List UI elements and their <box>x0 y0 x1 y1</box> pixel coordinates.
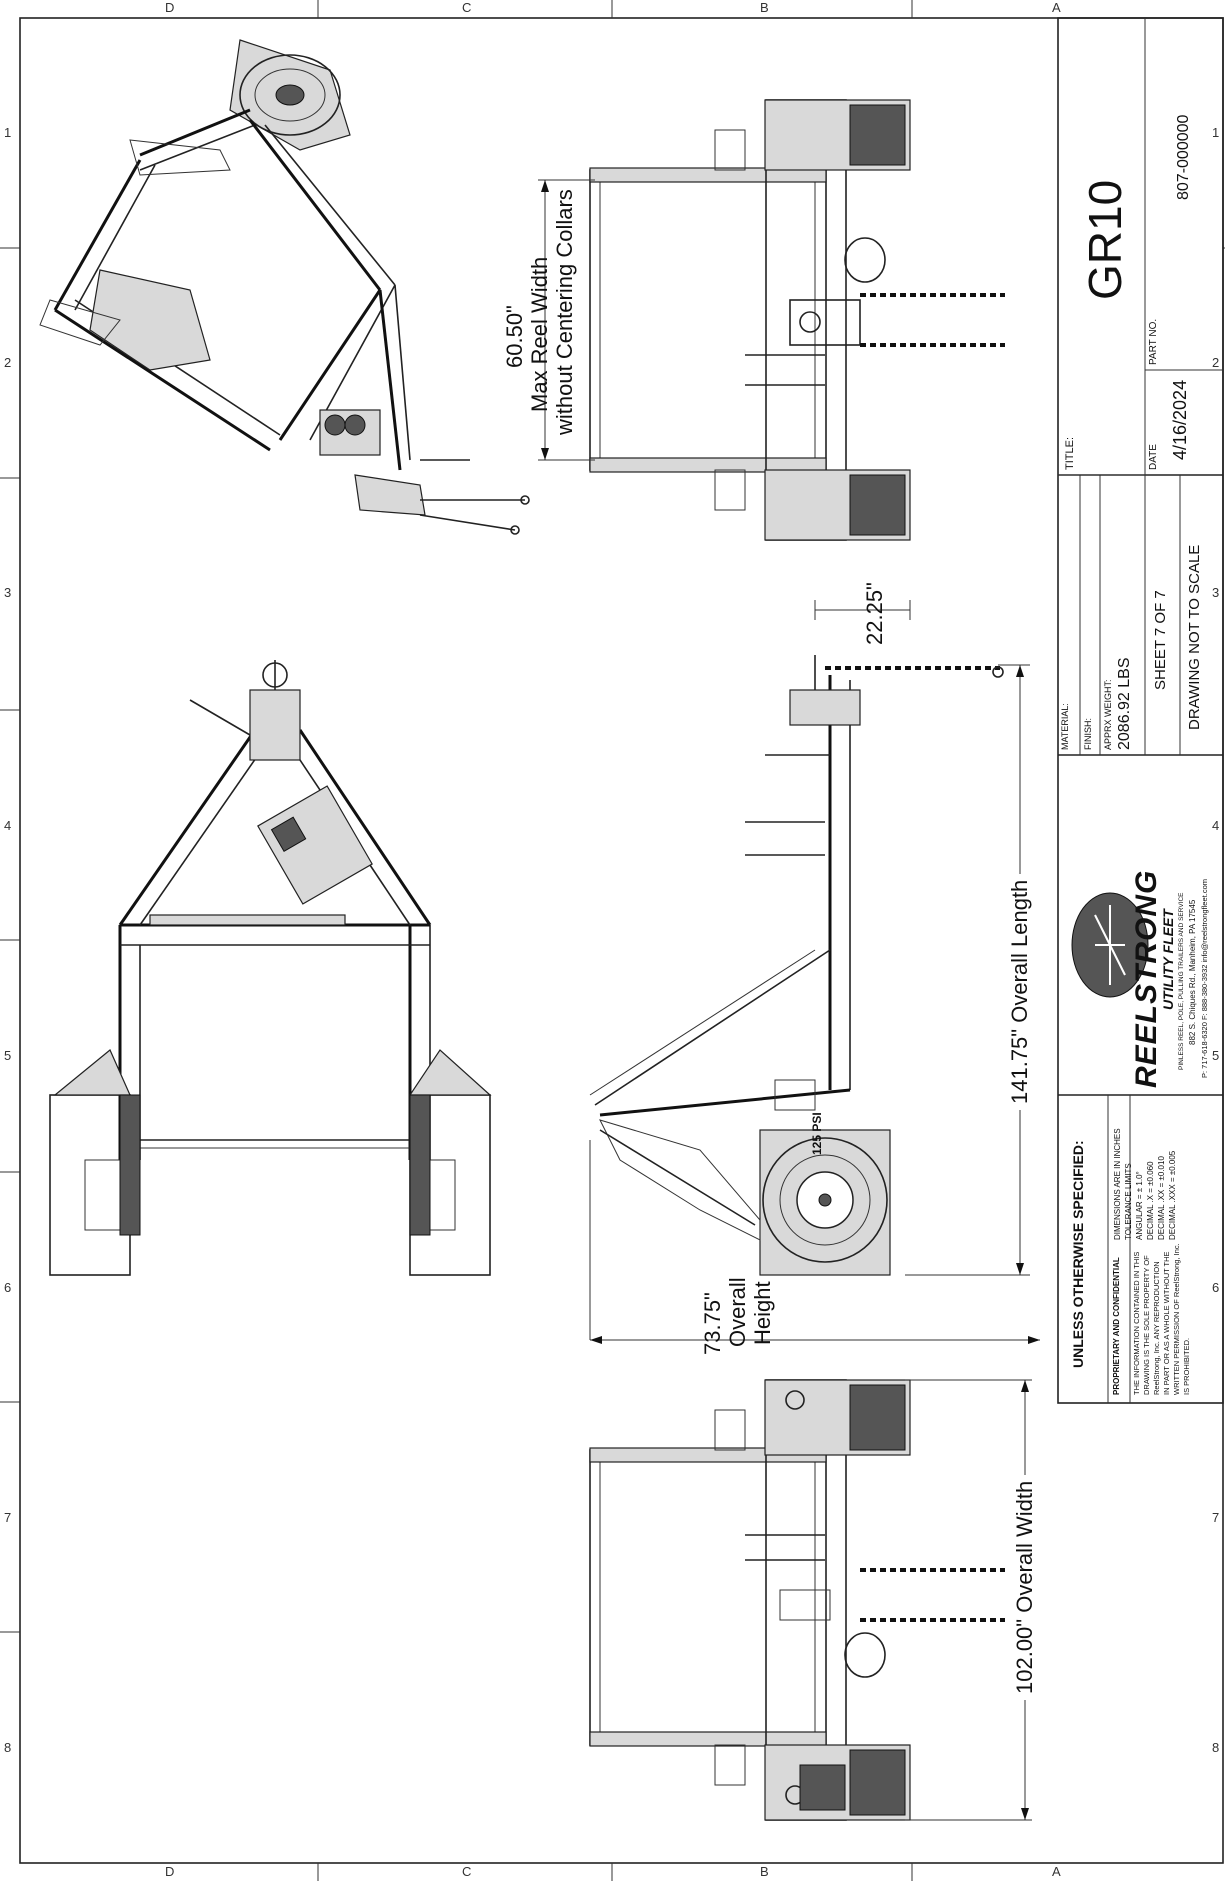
dim-reel-width-value: 60.50" <box>502 305 527 368</box>
tolerance-line: DIMENSIONS ARE IN INCHES <box>1113 1128 1122 1240</box>
tire-pressure-label: 125 PSI <box>810 1112 824 1155</box>
drawing-title: GR10 <box>1079 179 1131 300</box>
top-view <box>49 660 492 1276</box>
zone-top-c: C <box>462 0 472 15</box>
zone-right-6: 6 <box>1212 1280 1220 1295</box>
zone-left-1: 1 <box>4 125 12 140</box>
company-address: 882 S. Chiques Rd., Manheim, PA 17545 <box>1188 899 1197 1045</box>
proprietary-line: DRAWING IS THE SOLE PROPERTY OF <box>1142 1255 1151 1395</box>
dim-hitch-height: 22.25" <box>862 582 887 645</box>
proprietary-line: IN PART OR AS A WHOLE WITHOUT THE <box>1162 1251 1171 1396</box>
zone-bottom-b: B <box>760 1864 769 1879</box>
dim-reel-width-line2: without Centering Collars <box>552 189 577 435</box>
date-label: DATE <box>1148 444 1159 470</box>
drawing-date: 4/16/2024 <box>1170 379 1190 460</box>
zone-bottom-a: A <box>1052 1864 1061 1879</box>
company-contact: P: 717-618-6320 F: 888-380-3932 info@ree… <box>1200 879 1209 1078</box>
zone-left-5: 5 <box>4 1048 12 1063</box>
zone-right-7: 7 <box>1212 1510 1220 1525</box>
zone-right-4: 4 <box>1212 818 1220 833</box>
zone-left-4: 4 <box>4 818 12 833</box>
dim-overall-height-line2: Height <box>750 1281 775 1345</box>
unless-specified: UNLESS OTHERWISE SPECIFIED: <box>1070 1140 1086 1368</box>
dim-overall-height-line1: Overall <box>725 1277 750 1347</box>
zone-right-8: 8 <box>1212 1740 1220 1755</box>
proprietary-line: WRITTEN PERMISSION OF ReelStrong, Inc. <box>1172 1243 1181 1395</box>
proprietary-line: THE INFORMATION CONTAINED IN THIS <box>1132 1251 1141 1395</box>
part-number: 807-000000 <box>1175 114 1192 200</box>
part-no-label: PART NO. <box>1148 318 1159 365</box>
zone-top-d: D <box>165 0 175 15</box>
title-label: TITLE: <box>1064 436 1076 470</box>
proprietary-line: ReelStrong, Inc. ANY REPRODUCTION <box>1152 1261 1161 1395</box>
dim-overall-length: 141.75" Overall Length <box>1007 873 1033 1110</box>
zone-bottom-c: C <box>462 1864 472 1879</box>
zone-left-6: 6 <box>4 1280 12 1295</box>
front-view <box>589 1379 1032 1821</box>
rear-view <box>538 99 1005 541</box>
tolerance-line: TOLERANCE LIMITS <box>1124 1163 1133 1240</box>
proprietary-line: IS PROHIBITED. <box>1182 1337 1191 1395</box>
proprietary-heading: PROPRIETARY AND CONFIDENTIAL <box>1112 1257 1121 1395</box>
zone-bottom-d: D <box>165 1864 175 1879</box>
zone-left-8: 8 <box>4 1740 12 1755</box>
company-tagline: PINLESS REEL, POLE, PULLING TRAILERS AND… <box>1178 892 1185 1071</box>
tolerance-line: ANGULAR = ± 1.0° <box>1135 1171 1144 1240</box>
zone-right-1: 1 <box>1212 125 1220 140</box>
finish-label: FINISH: <box>1083 717 1093 750</box>
dim-overall-height-value: 73.75" <box>700 1292 725 1355</box>
tolerance-line: DECIMAL .XX = ±0.010 <box>1157 1156 1166 1240</box>
inner-border <box>19 17 1224 1864</box>
zone-right-2: 2 <box>1212 355 1220 370</box>
sheet-number: SHEET 7 OF 7 <box>1152 590 1169 690</box>
tolerance-line: DECIMAL .XXX = ±0.005 <box>1168 1150 1177 1240</box>
tolerance-line: DECIMAL .X = ±0.060 <box>1146 1161 1155 1240</box>
dim-overall-width: 102.00" Overall Width <box>1012 1474 1038 1700</box>
company-logo-sub: UTILITY FLEET <box>1160 909 1176 1010</box>
zone-left-3: 3 <box>4 585 12 600</box>
zone-right-5: 5 <box>1212 1048 1220 1063</box>
tolerance-text: DIMENSIONS ARE IN INCHES TOLERANCE LIMIT… <box>1112 1128 1178 1240</box>
zone-left-2: 2 <box>4 355 12 370</box>
company-logo-name: REELSTRONG <box>1130 869 1163 1088</box>
zone-right-3: 3 <box>1212 585 1220 600</box>
approx-weight: 2086.92 LBS <box>1116 657 1133 750</box>
proprietary-text: THE INFORMATION CONTAINED IN THIS DRAWIN… <box>1132 1243 1192 1395</box>
zone-top-a: A <box>1052 0 1061 15</box>
material-label: MATERIAL: <box>1060 703 1070 750</box>
side-view <box>589 600 1040 1344</box>
zone-left-7: 7 <box>4 1510 12 1525</box>
isometric-view <box>39 39 530 535</box>
zone-top-b: B <box>760 0 769 15</box>
dim-reel-width-line1: Max Reel Width <box>527 256 552 412</box>
not-to-scale-note: DRAWING NOT TO SCALE <box>1186 544 1203 730</box>
weight-label: APPRX WEIGHT: <box>1103 679 1113 750</box>
title-block-lines <box>1057 17 1224 1404</box>
